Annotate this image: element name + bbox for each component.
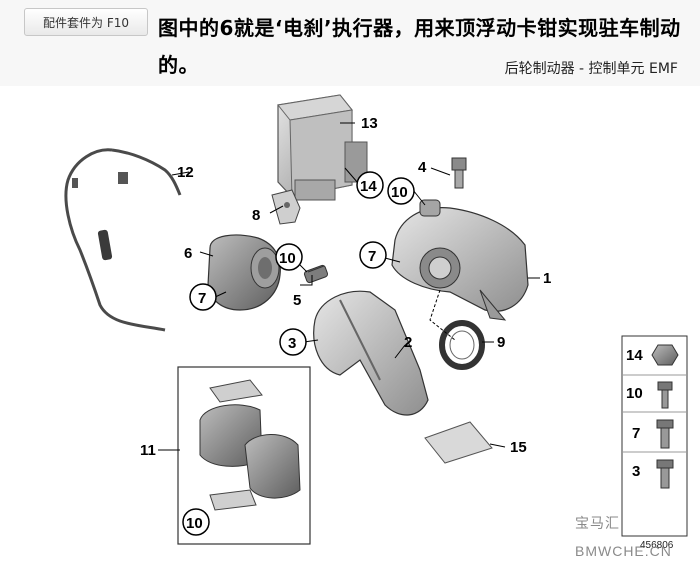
callout-4: 4 bbox=[418, 159, 427, 176]
bleeder-valve bbox=[451, 157, 467, 189]
callout-3: 3 bbox=[288, 335, 296, 352]
parking-brake-actuator bbox=[207, 234, 281, 311]
callout-14: 14 bbox=[360, 178, 377, 195]
callout-5: 5 bbox=[293, 292, 301, 309]
hardware-panel bbox=[621, 335, 688, 537]
caliper-carrier bbox=[313, 290, 429, 416]
callout-7-caliper: 7 bbox=[368, 248, 376, 265]
watermark-site: BMWCHE.CN bbox=[575, 543, 672, 559]
grease-packet bbox=[424, 421, 493, 464]
control-unit-emf bbox=[277, 94, 368, 201]
callout-10-caliper: 10 bbox=[391, 184, 408, 201]
image-number: 456806 bbox=[640, 540, 674, 551]
hardware-item-14: 14 bbox=[626, 347, 643, 364]
hardware-item-10: 10 bbox=[626, 385, 643, 402]
callout-1: 1 bbox=[543, 270, 551, 287]
seal-ring bbox=[439, 320, 485, 370]
spring-bolt bbox=[303, 264, 329, 284]
callout-10-actuator: 10 bbox=[279, 250, 296, 267]
brake-caliper bbox=[391, 199, 529, 321]
kit-f10-button[interactable]: 配件套件为 F10 bbox=[24, 8, 148, 36]
callout-6: 6 bbox=[184, 245, 192, 262]
watermark-logo: 宝马汇 BMWCHE.CN bbox=[575, 515, 672, 559]
callout-13: 13 bbox=[361, 115, 378, 132]
wear-sensor-cable bbox=[64, 148, 182, 332]
callout-2: 2 bbox=[404, 334, 412, 351]
watermark-logo-text: 宝马汇 bbox=[575, 515, 620, 531]
headline-annotation: 图中的6就是‘电刹’执行器，用来顶浮动卡钳实现驻车制动的。 bbox=[158, 16, 681, 77]
diagram-subtitle: 后轮制动器 - 控制单元 EMF bbox=[504, 61, 678, 77]
callout-8: 8 bbox=[252, 207, 260, 224]
hardware-item-7: 7 bbox=[632, 425, 640, 442]
hardware-item-3: 3 bbox=[632, 463, 640, 480]
parts-diagram: 13 12 14 4 10 8 6 10 7 1 5 7 3 2 9 11 15… bbox=[64, 94, 688, 559]
callout-7-actuator: 7 bbox=[198, 290, 206, 307]
callout-10-padkit: 10 bbox=[186, 515, 203, 532]
callout-12: 12 bbox=[177, 164, 194, 181]
callout-9: 9 bbox=[497, 334, 505, 351]
callout-15: 15 bbox=[510, 439, 527, 456]
brake-pad-kit-box bbox=[177, 366, 311, 545]
callout-11: 11 bbox=[140, 442, 156, 459]
